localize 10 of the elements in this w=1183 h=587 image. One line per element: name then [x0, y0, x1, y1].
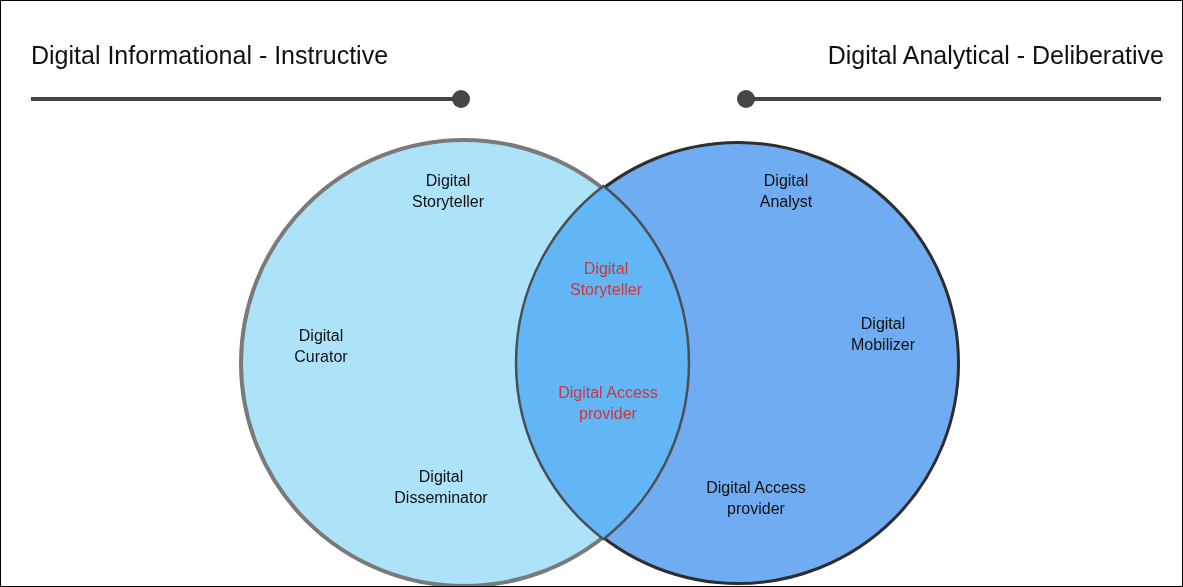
group-heading: Digital Analytical - Deliberative	[827, 41, 1164, 70]
group-heading: Digital Informational - Instructive	[31, 41, 389, 70]
role-label: Digital Storyteller	[411, 171, 485, 212]
role-label: Digital Analyst	[758, 171, 814, 212]
overlap-role-label: Digital Storyteller	[569, 259, 643, 300]
role-label: Digital Disseminator	[393, 467, 489, 508]
role-label: Digital Access provider	[705, 478, 807, 519]
role-label: Digital Mobilizer	[850, 314, 916, 355]
overlap-role-label: Digital Access provider	[557, 383, 659, 424]
role-label: Digital Curator	[293, 326, 349, 367]
